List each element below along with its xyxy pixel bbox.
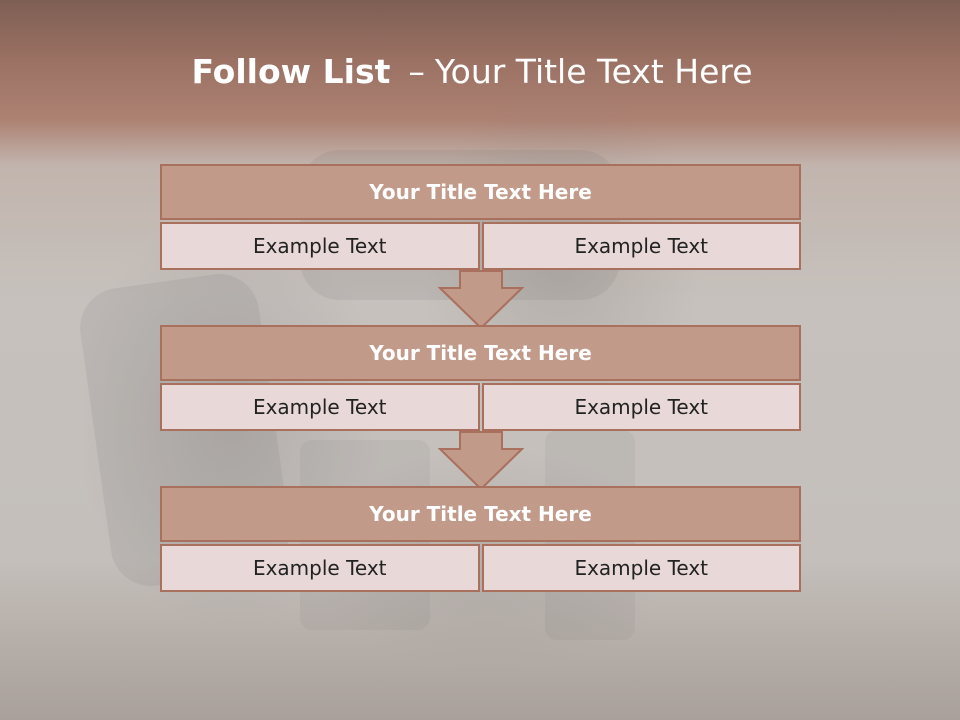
list-group-1: Your Title Text Here Example Text Exampl…: [160, 164, 801, 270]
slide-title-dash: –: [408, 52, 425, 91]
group-row: Example Text Example Text: [160, 383, 801, 431]
list-group-3: Your Title Text Here Example Text Exampl…: [160, 486, 801, 592]
group-cell-left: Example Text: [160, 383, 480, 431]
group-title: Your Title Text Here: [160, 325, 801, 381]
list-group-2: Your Title Text Here Example Text Exampl…: [160, 325, 801, 431]
group-row: Example Text Example Text: [160, 222, 801, 270]
group-title: Your Title Text Here: [160, 486, 801, 542]
slide-title-rest: Your Title Text Here: [434, 52, 753, 91]
arrow-down-icon: [438, 431, 524, 491]
group-cell-left: Example Text: [160, 222, 480, 270]
group-cell-right: Example Text: [481, 383, 801, 431]
group-row: Example Text Example Text: [160, 544, 801, 592]
group-cell-right: Example Text: [481, 222, 801, 270]
slide-title-bold: Follow List: [191, 52, 391, 91]
slide-title: Follow List–Your Title Text Here: [0, 52, 944, 91]
group-title: Your Title Text Here: [160, 164, 801, 220]
group-cell-right: Example Text: [481, 544, 801, 592]
arrow-down-icon: [438, 270, 524, 330]
group-cell-left: Example Text: [160, 544, 480, 592]
